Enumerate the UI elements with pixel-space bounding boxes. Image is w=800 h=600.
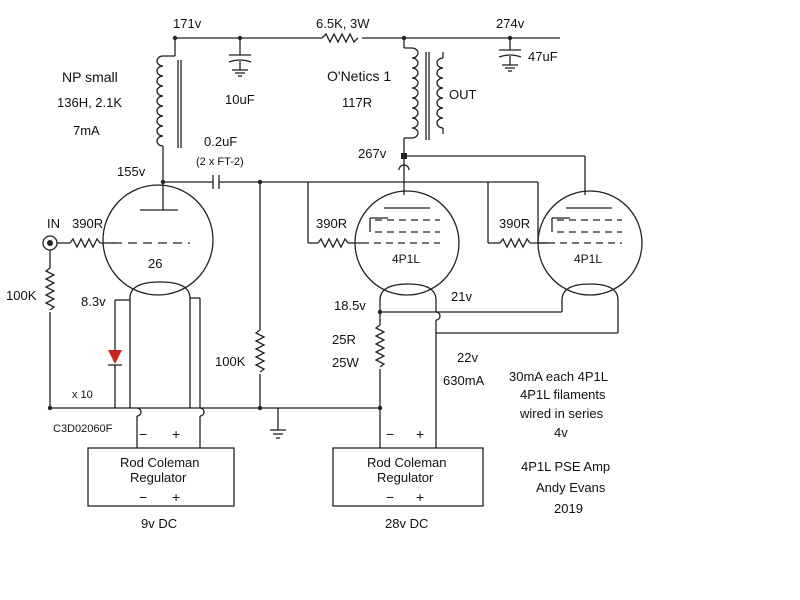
note-author: Andy Evans — [536, 480, 606, 495]
choke-current: 7mA — [73, 123, 100, 138]
coupling-wiring — [160, 175, 539, 408]
voltage-267v: 267v — [358, 146, 387, 161]
note-line-4: 4v — [554, 425, 568, 440]
input-jack — [42, 235, 115, 411]
ot-name: O'Netics 1 — [327, 68, 391, 84]
regulator-28v — [332, 447, 484, 507]
diode-count: x 10 — [72, 389, 93, 401]
regulator-28v-supply: 28v DC — [385, 516, 428, 531]
reg1-plus-bottom: + — [172, 489, 180, 505]
voltage-21v: 21v — [451, 289, 472, 304]
reg1-minus-bottom: − — [139, 489, 147, 505]
tube-26 — [102, 152, 214, 408]
grid-leak-label: 100K — [215, 354, 246, 369]
capacitor-10uf — [228, 38, 252, 77]
current-630ma: 630mA — [443, 373, 485, 388]
regulator-9v-title-1: Rod Coleman — [120, 455, 200, 470]
input-label: IN — [47, 216, 60, 231]
voltage-274v: 274v — [496, 16, 525, 31]
voltage-18-5v: 18.5v — [334, 298, 366, 313]
regulator-9v — [87, 447, 235, 507]
reg2-minus-top: − — [386, 426, 394, 442]
note-line-3: wired in series — [519, 406, 604, 421]
tube-4p1l-2-label: 4P1L — [574, 252, 602, 266]
ot-out-label: OUT — [449, 87, 477, 102]
choke-name: NP small — [62, 69, 118, 85]
reg2-minus-bottom: − — [386, 489, 394, 505]
voltage-171v: 171v — [173, 16, 202, 31]
filament-wiring — [374, 300, 619, 448]
choke-spec: 136H, 2.1K — [57, 95, 122, 110]
regulator-9v-supply: 9v DC — [141, 516, 177, 531]
reg2-plus-top: + — [416, 426, 424, 442]
note-year: 2019 — [554, 501, 583, 516]
tube-26-label: 26 — [148, 256, 162, 271]
grid-resistor-2-label: 390R — [316, 216, 347, 231]
reg1-minus-top: − — [139, 426, 147, 442]
tube-4p1l-1 — [308, 190, 460, 312]
coupling-cap-label: 0.2uF — [204, 134, 237, 149]
resistor-6k5-label: 6.5K, 3W — [316, 16, 370, 31]
cathode-resistor-watts: 25W — [332, 355, 359, 370]
tube-4p1l-1-label: 4P1L — [392, 252, 420, 266]
coupling-cap-note: (2 x FT-2) — [196, 156, 244, 168]
capacitor-47uf — [498, 38, 522, 72]
voltage-155v: 155v — [117, 164, 146, 179]
plate-choke — [156, 38, 182, 152]
diode-part: C3D02060F — [53, 423, 113, 435]
ot-resistance: 117R — [342, 95, 372, 110]
note-line-1: 30mA each 4P1L — [509, 369, 608, 384]
capacitor-47uf-label: 47uF — [528, 49, 558, 64]
reg1-plus-top: + — [172, 426, 180, 442]
voltage-22v: 22v — [457, 350, 478, 365]
b-plus-rail — [172, 32, 560, 44]
capacitor-10uf-label: 10uF — [225, 92, 255, 107]
voltage-8-3v: 8.3v — [81, 294, 106, 309]
regulator-28v-title-2: Regulator — [377, 470, 434, 485]
grid-resistor-3-label: 390R — [499, 216, 530, 231]
tube-4p1l-2 — [487, 182, 643, 301]
output-transformer — [403, 38, 444, 155]
diode-stack — [108, 299, 130, 408]
grid-resistor-1-label: 390R — [72, 216, 103, 231]
cathode-resistor-label: 25R — [332, 332, 356, 347]
output-plate-wiring — [398, 153, 586, 195]
note-title: 4P1L PSE Amp — [521, 459, 610, 474]
ground-bus — [50, 405, 383, 448]
note-line-2: 4P1L filaments — [520, 387, 606, 402]
reg2-plus-bottom: + — [416, 489, 424, 505]
regulator-9v-title-2: Regulator — [130, 470, 187, 485]
input-resistor-label: 100K — [6, 288, 37, 303]
regulator-28v-title-1: Rod Coleman — [367, 455, 447, 470]
